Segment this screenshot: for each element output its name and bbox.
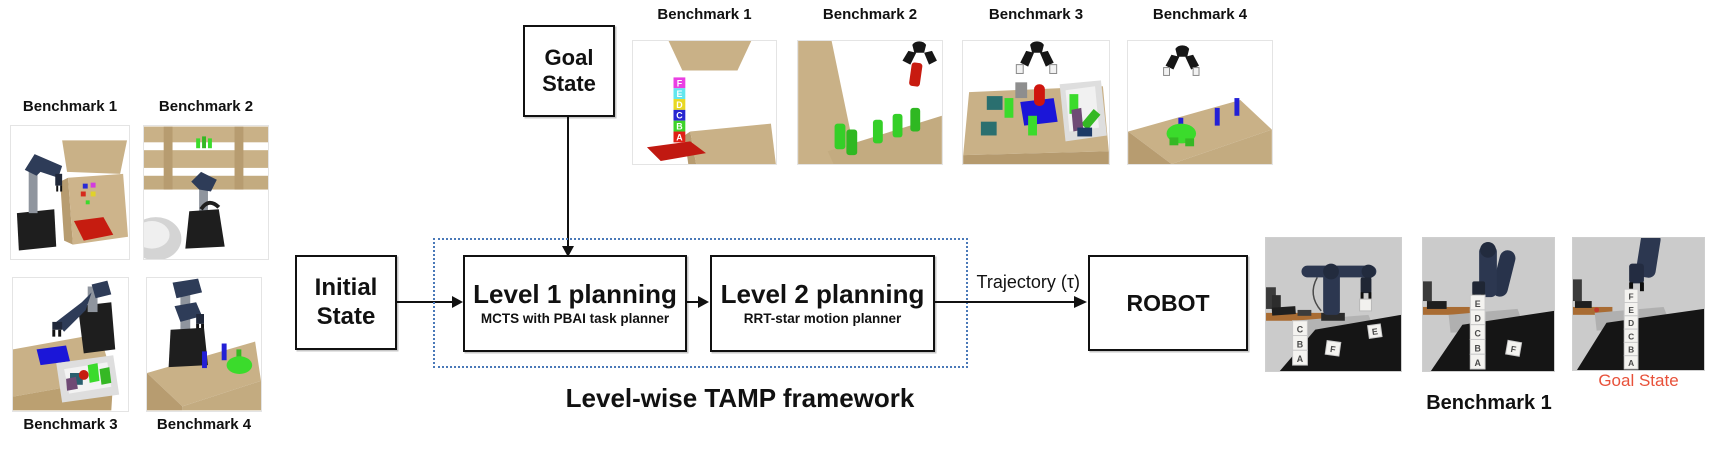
die-letter: E bbox=[1475, 299, 1481, 309]
goal-arrowhead-icon bbox=[562, 246, 574, 257]
initial-state-line2: State bbox=[316, 302, 376, 330]
top-benchmark-1-label: Benchmark 1 bbox=[657, 6, 752, 23]
level1-planning-box: Level 1 planning MCTS with PBAI task pla… bbox=[463, 255, 687, 352]
die-letter: A bbox=[1297, 354, 1304, 364]
level1-to-level2-connector bbox=[687, 301, 701, 304]
left-benchmark-2-label: Benchmark 2 bbox=[158, 98, 254, 115]
initial-arrowhead-icon bbox=[452, 296, 463, 308]
block-letter: B bbox=[676, 122, 682, 132]
block-stack-goal-scene: F E D C B A bbox=[633, 41, 776, 164]
robot-photo-1: C B A F E bbox=[1265, 237, 1402, 372]
robot-arrowhead-icon bbox=[1074, 295, 1087, 308]
table-sort-goal-scene bbox=[963, 41, 1109, 164]
left-benchmark-4-sim-image bbox=[146, 277, 262, 412]
level2-to-robot-connector bbox=[935, 301, 1076, 304]
framework-caption: Level-wise TAMP framework bbox=[565, 383, 915, 413]
left-benchmark-4-label: Benchmark 4 bbox=[156, 416, 252, 433]
left-benchmark-2-sim-image bbox=[143, 125, 269, 260]
top-benchmark-3-sim-image bbox=[962, 40, 1110, 165]
die-letter: B bbox=[1297, 339, 1303, 349]
level2-planning-box: Level 2 planning RRT-star motion planner bbox=[710, 255, 935, 352]
top-benchmark-2-label: Benchmark 2 bbox=[822, 6, 918, 23]
block-letter: A bbox=[676, 132, 683, 142]
bottles-goal-scene bbox=[798, 41, 942, 164]
robot-table-blocks-scene bbox=[11, 126, 129, 259]
initial-state-box: Initial State bbox=[295, 255, 397, 350]
gear-pegs-goal-scene bbox=[1128, 41, 1272, 164]
photo-goal-state-label: Goal State bbox=[1598, 371, 1679, 390]
top-benchmark-4-label: Benchmark 4 bbox=[1152, 6, 1248, 23]
trajectory-label: Trajectory (τ) bbox=[976, 272, 1080, 292]
die-letter: F bbox=[1330, 344, 1337, 355]
robot-box: ROBOT bbox=[1088, 255, 1248, 351]
die-letter: F bbox=[1629, 292, 1634, 302]
top-benchmark-1-sim-image: F E D C B A bbox=[632, 40, 777, 165]
robot-photo-3-scene: F E D C B A bbox=[1573, 238, 1704, 370]
robot-tray-scene bbox=[13, 278, 128, 411]
die-letter: A bbox=[1628, 358, 1634, 368]
die-letter: E bbox=[1371, 326, 1378, 337]
goal-state-box: Goal State bbox=[523, 25, 615, 117]
level1-subtitle: MCTS with PBAI task planner bbox=[480, 311, 670, 327]
robot-photo-3: F E D C B A bbox=[1572, 237, 1705, 371]
block-letter: D bbox=[676, 100, 683, 110]
robot-photo-1-scene: C B A F E bbox=[1266, 238, 1401, 371]
robot-pegs-scene bbox=[147, 278, 261, 411]
left-benchmark-3-sim-image bbox=[12, 277, 129, 412]
block-letter: F bbox=[677, 78, 683, 88]
left-benchmark-1-label: Benchmark 1 bbox=[22, 98, 118, 115]
level1-title: Level 1 planning bbox=[473, 278, 677, 309]
block-letter: E bbox=[676, 89, 682, 99]
goal-state-line2: State bbox=[542, 71, 596, 96]
left-benchmark-3-label: Benchmark 3 bbox=[23, 416, 118, 433]
die-letter: C bbox=[1297, 325, 1304, 335]
goal-to-level1-connector bbox=[567, 117, 569, 248]
level2-title: Level 2 planning bbox=[720, 278, 925, 309]
die-letter: F bbox=[1510, 344, 1518, 355]
die-letter: B bbox=[1628, 345, 1634, 355]
die-letter: D bbox=[1474, 314, 1481, 324]
robot-photo-2: E D C B A F bbox=[1422, 237, 1555, 372]
initial-to-level1-connector bbox=[397, 301, 455, 304]
die-letter: C bbox=[1474, 329, 1481, 339]
robot-shelf-scene bbox=[144, 126, 268, 259]
left-benchmark-1-sim-image bbox=[10, 125, 130, 260]
top-benchmark-2-sim-image bbox=[797, 40, 943, 165]
initial-state-line1: Initial bbox=[314, 274, 378, 302]
die-letter: C bbox=[1628, 331, 1634, 341]
die-letter: A bbox=[1474, 358, 1481, 368]
robot-label: ROBOT bbox=[1126, 289, 1210, 316]
die-letter: B bbox=[1474, 343, 1480, 353]
block-letter: C bbox=[676, 111, 683, 121]
die-letter: D bbox=[1628, 318, 1634, 328]
goal-state-line1: Goal bbox=[544, 45, 594, 71]
robot-photo-2-scene: E D C B A F bbox=[1423, 238, 1554, 371]
die-letter: E bbox=[1628, 305, 1634, 315]
right-benchmark-label: Benchmark 1 bbox=[1426, 392, 1552, 414]
top-benchmark-3-label: Benchmark 3 bbox=[988, 6, 1084, 23]
top-benchmark-4-sim-image bbox=[1127, 40, 1273, 165]
level2-subtitle: RRT-star motion planner bbox=[743, 311, 902, 327]
level2-arrowhead-icon bbox=[698, 296, 709, 308]
